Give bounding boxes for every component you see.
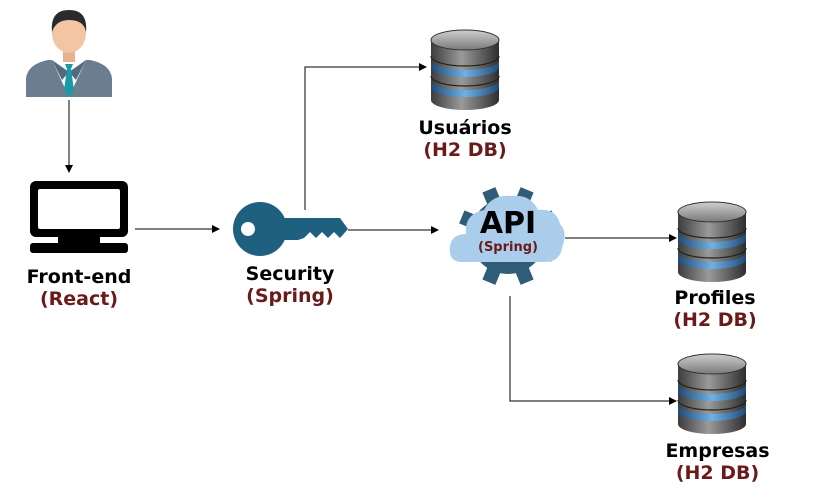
empresas-label: Empresas (H2 DB) xyxy=(650,440,785,484)
profiles-label: Profiles (H2 DB) xyxy=(650,287,780,331)
api-name: API xyxy=(479,206,537,241)
usuarios-name: Usuários xyxy=(418,117,512,139)
profiles-name: Profiles xyxy=(674,287,756,309)
frontend-label: Front-end (React) xyxy=(14,266,144,310)
api-tech: (Spring) xyxy=(478,240,538,255)
security-name: Security xyxy=(245,263,335,285)
usuarios-tech: (H2 DB) xyxy=(423,139,507,161)
profiles-tech: (H2 DB) xyxy=(673,309,757,331)
database-icon-empresas xyxy=(677,353,747,435)
frontend-tech: (React) xyxy=(39,288,119,310)
security-label: Security (Spring) xyxy=(225,263,355,307)
security-tech: (Spring) xyxy=(246,285,334,307)
arrow-api-to-empresas xyxy=(509,296,677,405)
usuarios-label: Usuários (H2 DB) xyxy=(400,117,530,161)
key-icon xyxy=(233,202,348,256)
api-label: API (Spring) xyxy=(453,207,563,255)
frontend-name: Front-end xyxy=(26,266,132,288)
empresas-tech: (H2 DB) xyxy=(675,462,760,484)
database-icon-usuarios xyxy=(430,29,500,111)
user-avatar-icon xyxy=(26,10,112,97)
cloud-gear-icon xyxy=(449,187,565,285)
monitor-icon xyxy=(30,181,128,253)
empresas-name: Empresas xyxy=(665,440,770,462)
arrow-security-to-usuarios xyxy=(304,63,427,210)
database-icon-profiles xyxy=(677,201,747,283)
